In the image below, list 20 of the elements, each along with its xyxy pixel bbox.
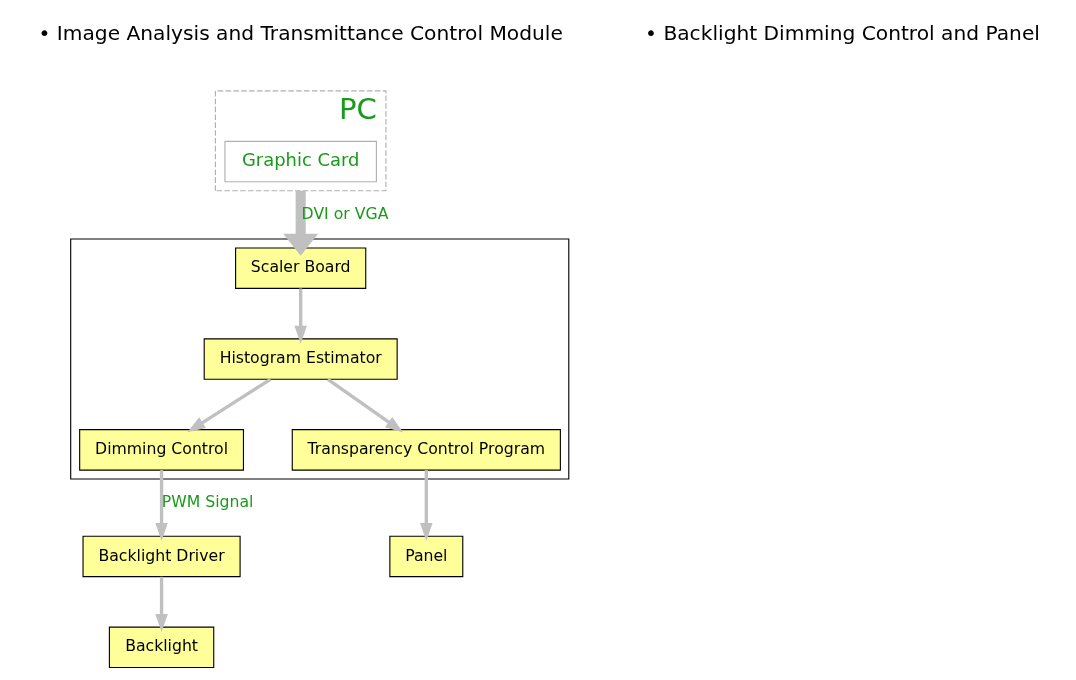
label: • Backlight Dimming Control and Panel (644, 20, 1040, 45)
node-box: Transparency Control Program (291, 428, 561, 471)
arrow (293, 288, 307, 344)
node-box: Backlight (108, 626, 214, 668)
arrow (154, 576, 168, 632)
arrow (419, 469, 433, 541)
edge-label: DVI or VGA (301, 203, 388, 223)
arrow (282, 190, 318, 256)
node-box: Dimming Control (78, 428, 244, 471)
label: • Image Analysis and Transmittance Control Module (38, 20, 563, 45)
node-box: Scaler Board (234, 246, 366, 289)
node-box: Backlight Driver (82, 535, 241, 577)
arrow (186, 377, 271, 432)
arrow (154, 469, 168, 541)
edge-label: PWM Signal (161, 491, 253, 511)
node-box: Graphic Card (223, 140, 377, 182)
node-box: Histogram Estimator (203, 337, 398, 380)
node-box: Panel (388, 535, 463, 577)
cluster (69, 237, 569, 480)
arrow (326, 377, 403, 432)
